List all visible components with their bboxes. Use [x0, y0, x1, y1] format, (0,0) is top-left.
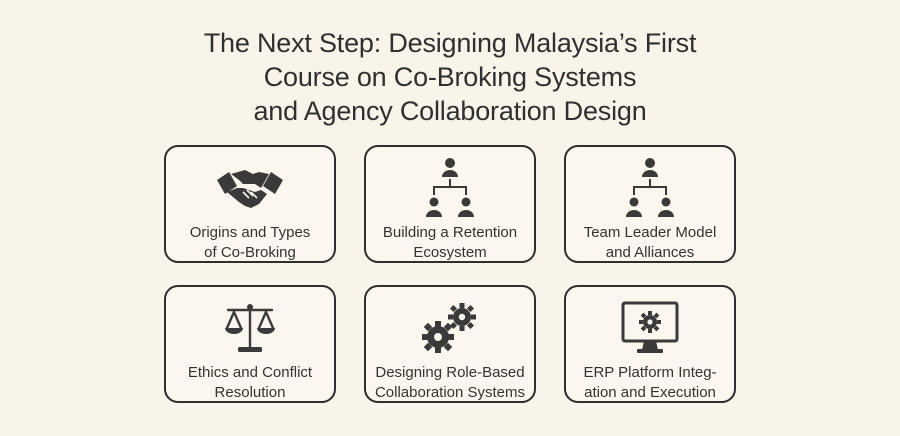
team-hierarchy-icon — [566, 157, 734, 219]
handshake-icon — [166, 157, 334, 219]
gears-icon — [366, 297, 534, 359]
card-label: ERP Platform Integ- ation and Execution — [583, 364, 717, 401]
card-label: Ethics and Conflict Resolution — [187, 364, 313, 401]
card-retention-ecosystem[interactable]: Building a Retention Ecosystem — [364, 145, 536, 263]
title-line-1: The Next Step: Designing Malaysia’s Firs… — [203, 28, 697, 58]
card-ethics[interactable]: Ethics and Conflict Resolution — [164, 285, 336, 403]
org-chart-icon — [366, 157, 534, 219]
card-label: Origins and Types of Co-Broking — [189, 224, 311, 261]
card-origins-types[interactable]: Origins and Types of Co-Broking — [164, 145, 336, 263]
card-label: Designing Role-Based Collaboration Syste… — [374, 364, 526, 401]
card-role-based[interactable]: Designing Role-Based Collaboration Syste… — [364, 285, 536, 403]
card-label: Team Leader Model and Alliances — [583, 224, 717, 261]
scales-icon — [166, 297, 334, 359]
title-line-2: Course on Co-Broking Systems — [263, 62, 637, 92]
card-team-leader[interactable]: Team Leader Model and Alliances — [564, 145, 736, 263]
card-label: Building a Retention Ecosystem — [382, 224, 518, 261]
page-title: The Next Step: Designing Malaysia’s Firs… — [0, 26, 900, 128]
monitor-gear-icon — [566, 297, 734, 359]
title-line-3: and Agency Collaboration Design — [253, 96, 647, 126]
card-erp-platform[interactable]: ERP Platform Integ- ation and Execution — [564, 285, 736, 403]
